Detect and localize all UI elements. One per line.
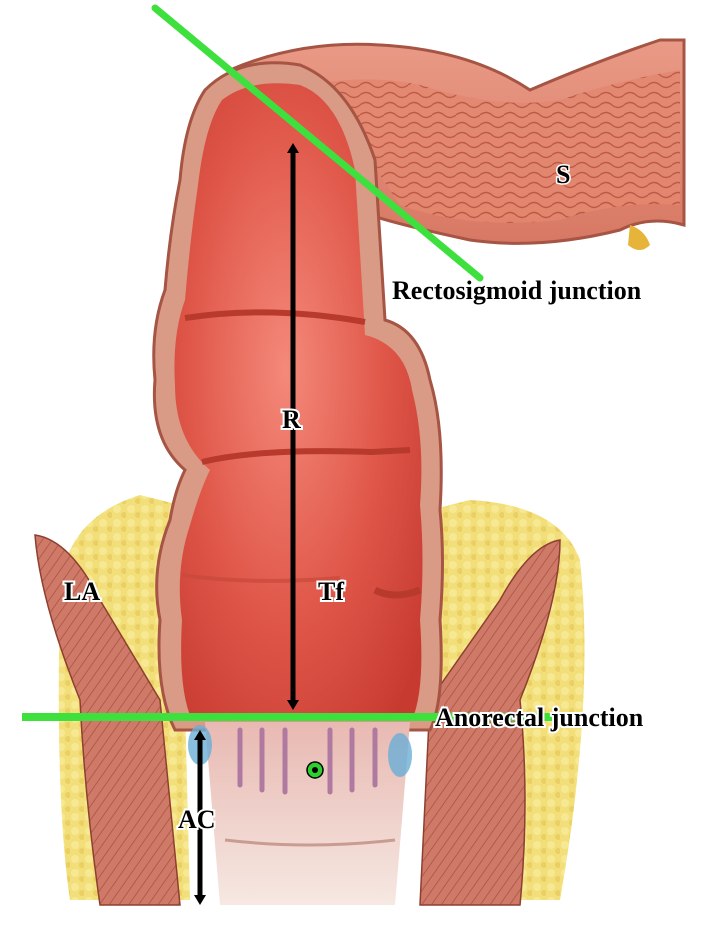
label-rectosigmoid: Rectosigmoid junction bbox=[392, 276, 642, 305]
label-rectum: R bbox=[282, 405, 301, 434]
label-anal-canal: AC bbox=[178, 805, 216, 834]
label-anorectal: Anorectal junction bbox=[435, 703, 644, 732]
anal-canal bbox=[188, 722, 412, 905]
label-levator-ani: LA bbox=[64, 577, 100, 606]
label-transverse-fold: Tf bbox=[318, 577, 344, 606]
label-sigmoid: S bbox=[556, 160, 570, 189]
dentate-line-marker-icon bbox=[307, 762, 323, 778]
